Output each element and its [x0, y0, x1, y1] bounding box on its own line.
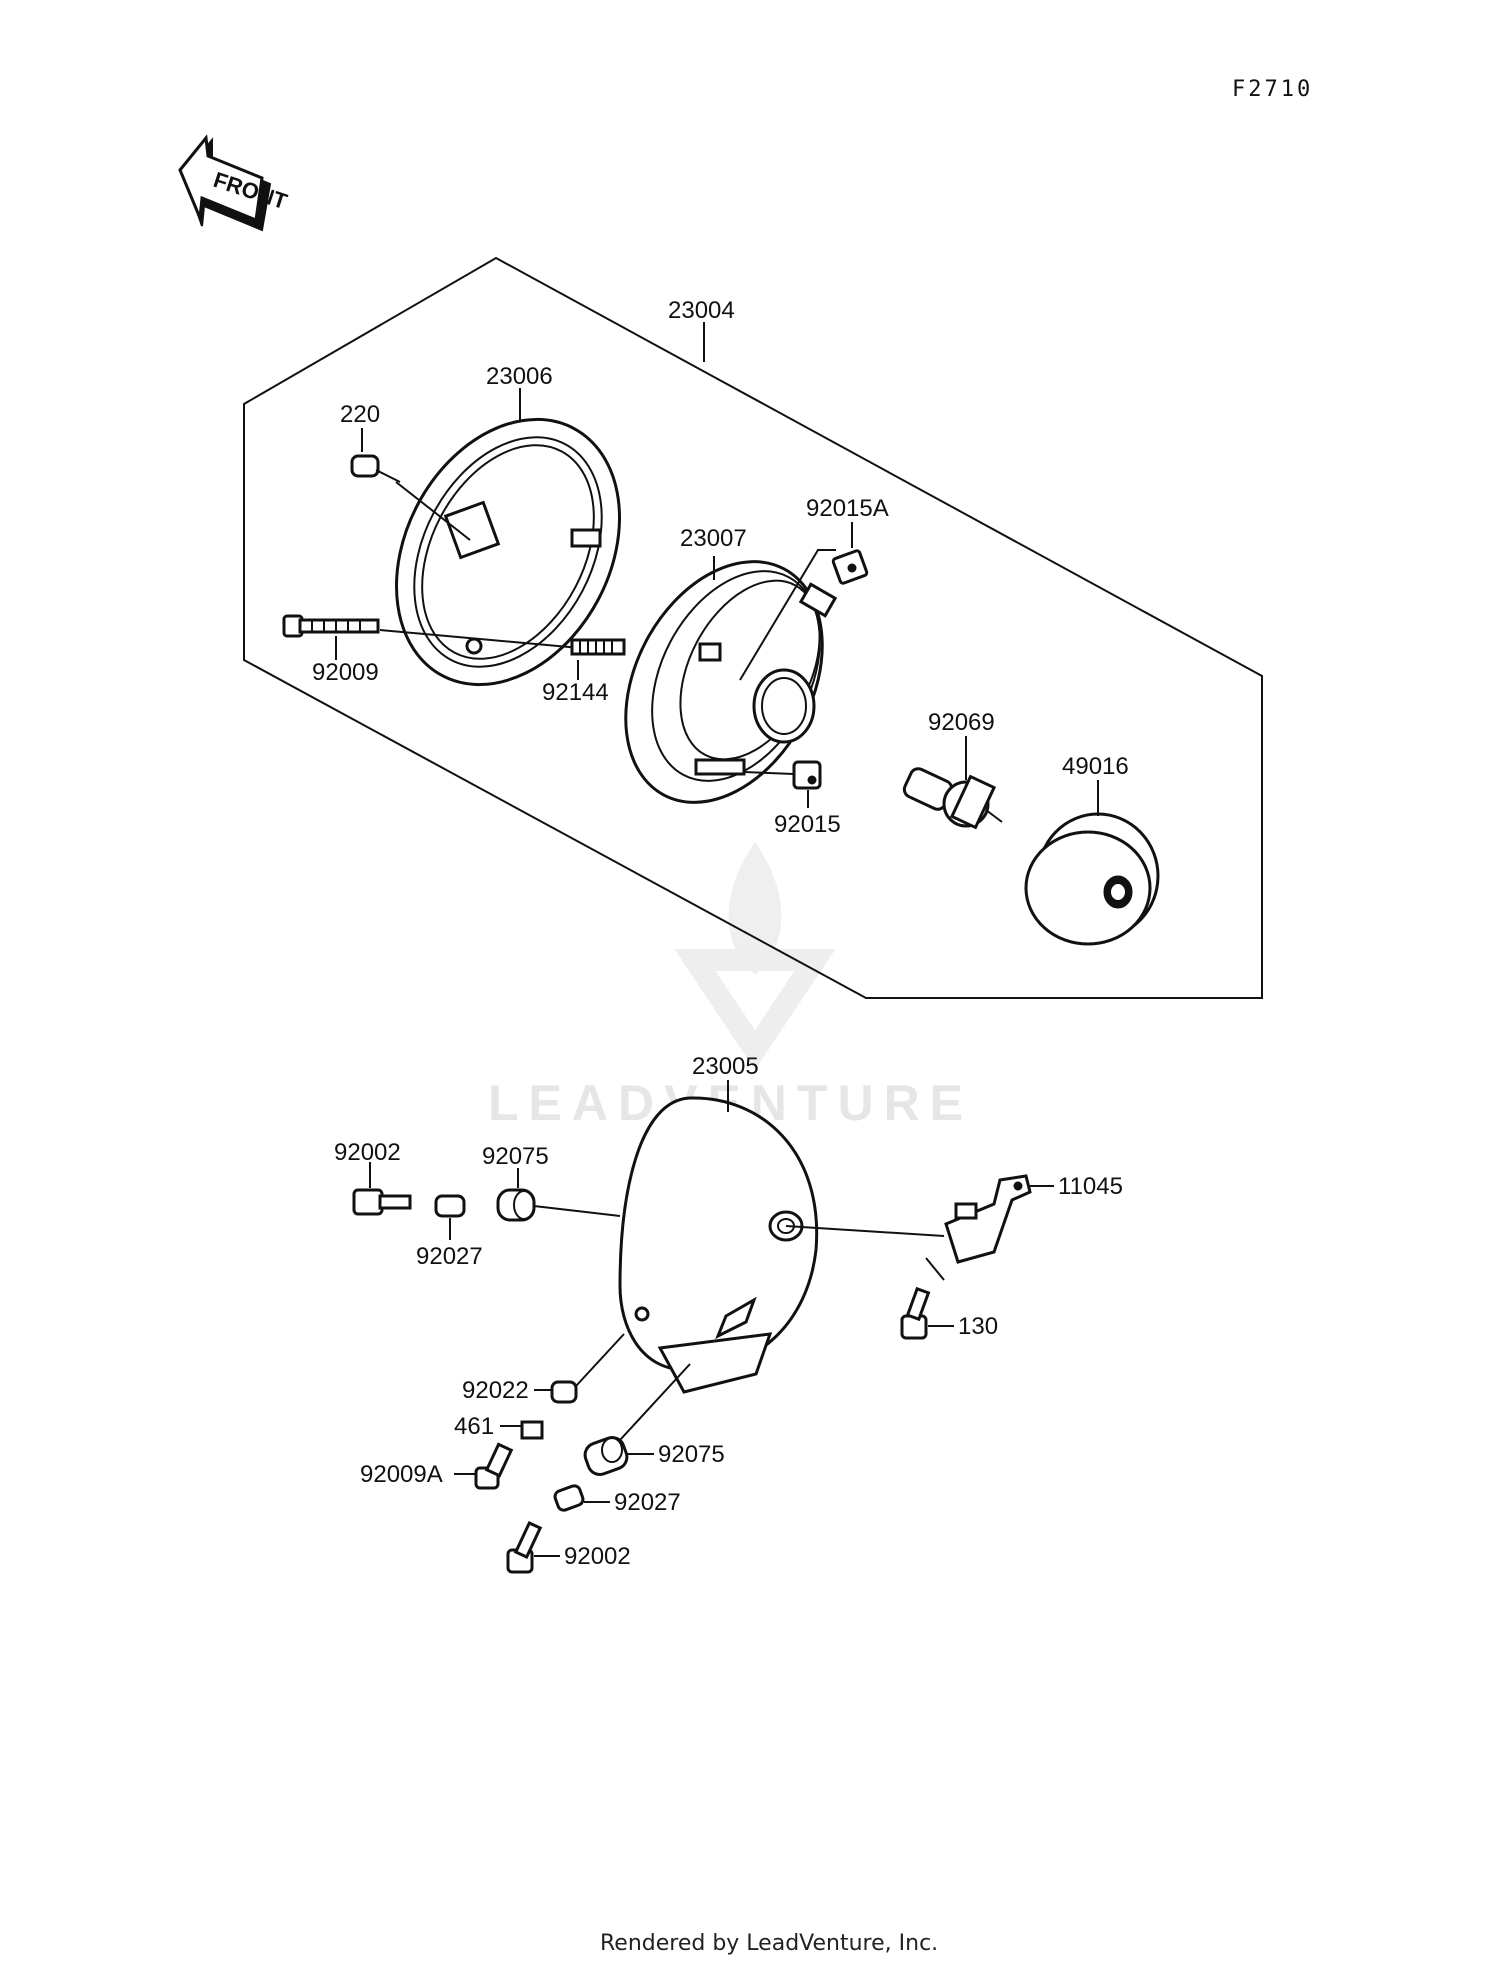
label-92075-bottom: 92075	[658, 1441, 725, 1468]
headlight-housing	[618, 1096, 819, 1394]
page-code: F2710	[1232, 77, 1313, 102]
grommet-92075-top	[496, 1188, 536, 1222]
assembly-boundary	[243, 256, 1263, 999]
nut-92022	[550, 1380, 578, 1404]
label-92015A: 92015A	[806, 495, 889, 522]
label-49016: 49016	[1062, 753, 1129, 780]
spring-461	[520, 1420, 544, 1440]
label-92144: 92144	[542, 679, 609, 706]
label-11045: 11045	[1058, 1173, 1123, 1200]
nut-92015	[792, 760, 822, 790]
label-92027-bottom: 92027	[614, 1489, 681, 1516]
label-92009: 92009	[312, 659, 379, 686]
label-92002-top: 92002	[334, 1139, 401, 1166]
bolt-92002-bottom	[506, 1520, 543, 1574]
bolt-130	[900, 1286, 931, 1340]
label-220: 220	[340, 401, 380, 428]
label-461: 461	[454, 1413, 494, 1440]
collar-92027-top	[434, 1194, 466, 1218]
label-23004: 23004	[668, 297, 735, 324]
label-92002-bottom: 92002	[564, 1543, 631, 1570]
rim-ring	[395, 417, 621, 687]
label-92069: 92069	[928, 709, 995, 736]
watermark-logo: LEADVENTURE	[488, 842, 963, 1131]
reflector-unit	[624, 560, 838, 804]
spring-92144	[570, 638, 626, 656]
label-92027-top: 92027	[416, 1243, 483, 1270]
label-92009A: 92009A	[360, 1461, 443, 1488]
label-92015: 92015	[774, 811, 841, 838]
screw-92009	[282, 614, 380, 638]
nut-92015A	[831, 549, 869, 585]
screw-220	[350, 454, 401, 483]
bracket-11045	[944, 1174, 1032, 1264]
label-130: 130	[958, 1313, 998, 1340]
bulb-92069	[902, 767, 1003, 830]
screw-92009A	[474, 1442, 514, 1490]
label-23007: 23007	[680, 525, 747, 552]
grommet-92075-bottom	[583, 1436, 629, 1476]
dust-boot-49016	[1024, 812, 1160, 946]
footer-credit: Rendered by LeadVenture, Inc.	[600, 1931, 938, 1956]
label-92075-top: 92075	[482, 1143, 549, 1170]
label-92022: 92022	[462, 1377, 529, 1404]
collar-92027-bottom	[553, 1484, 585, 1512]
bolt-92002-top	[352, 1188, 412, 1216]
label-23005: 23005	[692, 1053, 759, 1080]
front-arrow-icon: FRONT	[178, 134, 291, 232]
label-23006: 23006	[486, 363, 553, 390]
